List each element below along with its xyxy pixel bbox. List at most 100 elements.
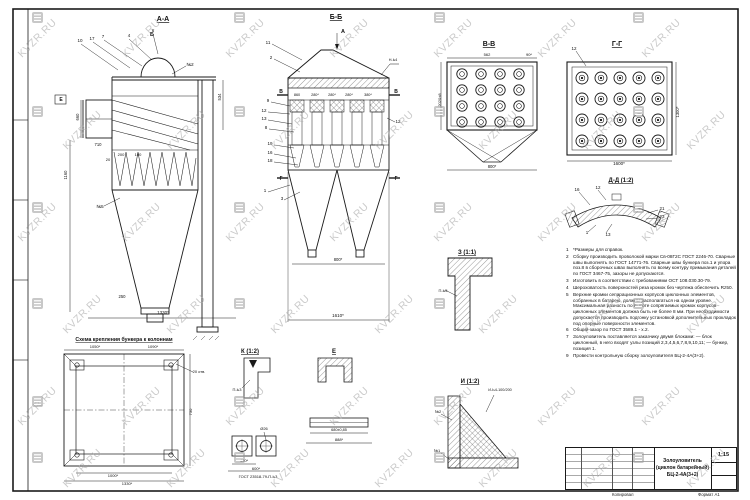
note-text: Общий зазор по ГОСТ 3589.1 - х.2. bbox=[573, 327, 649, 333]
notes-list: 1*Размеры для справок.2 Сборку производит… bbox=[566, 247, 737, 359]
dimension-label: 23 bbox=[659, 214, 665, 219]
dimension-label: 180 bbox=[135, 152, 142, 157]
dimension-label: 250 bbox=[119, 294, 127, 299]
view-label: Б-Б bbox=[330, 14, 342, 21]
dimension-label: 12 bbox=[571, 46, 577, 51]
note-text: Золоуловитель поставляется заказчику дву… bbox=[573, 334, 729, 351]
dimension-label: 888* bbox=[335, 437, 344, 442]
view-label: А-А bbox=[157, 16, 169, 23]
dimension-label: 12 bbox=[595, 185, 601, 190]
note-item: 4 Шероховатость поверхностей реза кромок … bbox=[566, 285, 737, 291]
note-number: 3 bbox=[566, 278, 569, 284]
dimension-label: 2020±8 bbox=[437, 93, 442, 107]
dimension-label: 860 bbox=[294, 93, 300, 97]
dimension-label: 18 bbox=[267, 158, 273, 163]
dimension-label: Ø26 bbox=[260, 426, 268, 431]
dimension-label: 534 bbox=[217, 93, 222, 101]
view-label: З (1:1) bbox=[458, 250, 476, 256]
dimension-label: 1 bbox=[264, 188, 267, 193]
dimension-label: Н-Ь4 bbox=[389, 58, 398, 62]
note-item: 7 Золоуловитель поставляется заказчику дв… bbox=[566, 334, 737, 351]
title-block-cell bbox=[711, 462, 736, 476]
dimension-label: 660 bbox=[75, 113, 80, 121]
dimension-label: 800* bbox=[488, 164, 497, 169]
drawing-title-line2: БЦ-2-4А(3+2) bbox=[666, 471, 699, 478]
view-label: В-В bbox=[483, 41, 495, 48]
dimension-label: 600* bbox=[252, 466, 261, 471]
dimension-label: 400* bbox=[240, 458, 249, 463]
dimension-label: 2 bbox=[270, 55, 273, 60]
dimension-label: 200 bbox=[118, 152, 125, 157]
title-block-grid-line bbox=[632, 448, 633, 489]
view-bb-linework bbox=[267, 33, 400, 322]
dimension-label: 19 bbox=[267, 141, 273, 146]
view-label: В bbox=[279, 89, 283, 95]
detail-k-linework bbox=[241, 357, 271, 399]
dimension-label: 380* bbox=[364, 93, 372, 97]
drawing-title-line1: Золоуловитель (циклон батарейный) bbox=[656, 458, 709, 472]
note-text: Верхние кромки сепарационных корпусов ци… bbox=[573, 291, 736, 326]
dimension-label: 12 bbox=[261, 108, 267, 113]
sheet-frame bbox=[12, 8, 739, 492]
title-block-grid bbox=[566, 448, 655, 489]
view-label: Д-Д (1:2) bbox=[609, 178, 634, 184]
dimension-label: 9 bbox=[267, 98, 270, 103]
dimension-label: 280* bbox=[328, 93, 336, 97]
view-label: А bbox=[341, 29, 345, 35]
view-gg-linework bbox=[566, 50, 677, 162]
note-text: Изготовить в соответствии с требованиями… bbox=[573, 278, 712, 284]
dimension-label: 3 bbox=[281, 196, 284, 201]
view-label: Схема крепления бункера к колоннам bbox=[75, 336, 172, 343]
view-label: В bbox=[394, 89, 398, 95]
note-number: 4 bbox=[566, 284, 569, 290]
note-text: Шероховатость поверхностей реза кромок б… bbox=[573, 284, 733, 290]
dimension-label: №1 bbox=[434, 448, 441, 453]
note-text: *Размеры для справок. bbox=[573, 247, 624, 252]
dimension-label: 710 bbox=[95, 142, 103, 147]
view-label: Г-Г bbox=[612, 41, 622, 48]
dimension-label: 90* bbox=[526, 52, 532, 57]
note-number: 9 bbox=[566, 352, 569, 358]
view-vv-linework bbox=[440, 57, 538, 171]
format-label: Формат А1 bbox=[698, 492, 720, 497]
dimension-label: 4 bbox=[128, 33, 131, 38]
dimension-label: 20 отв. bbox=[193, 369, 206, 374]
cyclone-elements bbox=[289, 99, 385, 168]
dimension-label: 1330* bbox=[157, 310, 169, 315]
note-number: 2 bbox=[566, 253, 569, 259]
tube-grid bbox=[575, 71, 665, 148]
dimension-label: 11 bbox=[266, 40, 271, 45]
view-label: Г bbox=[395, 176, 398, 182]
detail-e-linework bbox=[306, 357, 372, 444]
detail-dd-linework bbox=[564, 189, 670, 234]
note-item: 2 Сборку производить проволокой марки Св-… bbox=[566, 254, 737, 277]
dimension-label: 6 bbox=[152, 28, 155, 33]
dimension-label: №2 bbox=[435, 409, 442, 414]
drawing-scale: 1:15 bbox=[711, 448, 736, 463]
notes-block: 1*Размеры для справок.2 Сборку производит… bbox=[566, 247, 737, 360]
title-block: Золоуловитель (циклон батарейный) БЦ-2-4… bbox=[565, 447, 737, 490]
detail-z-linework bbox=[444, 257, 493, 331]
dimension-label: 680±0,85 bbox=[331, 428, 347, 432]
dimension-label: 800* bbox=[334, 257, 343, 262]
dimension-label: 1610* bbox=[332, 313, 344, 318]
scheme-linework bbox=[63, 349, 194, 482]
view-label: И (1:2) bbox=[461, 379, 480, 385]
copied-by-label: Копировал bbox=[612, 492, 634, 497]
view-label: Б bbox=[150, 32, 154, 38]
note-text: Сборку производить проволокой марки Св-0… bbox=[573, 253, 736, 277]
dimension-label: 16 bbox=[267, 150, 273, 155]
note-number: 7 bbox=[566, 334, 569, 340]
dimension-label: 7 bbox=[102, 34, 105, 39]
dimension-label: 1 bbox=[586, 230, 589, 235]
note-item: 1*Размеры для справок. bbox=[566, 247, 737, 253]
view-label: Г bbox=[280, 176, 283, 182]
dimension-label: 1300* bbox=[675, 106, 680, 117]
dimension-label: 1090* bbox=[148, 344, 159, 349]
